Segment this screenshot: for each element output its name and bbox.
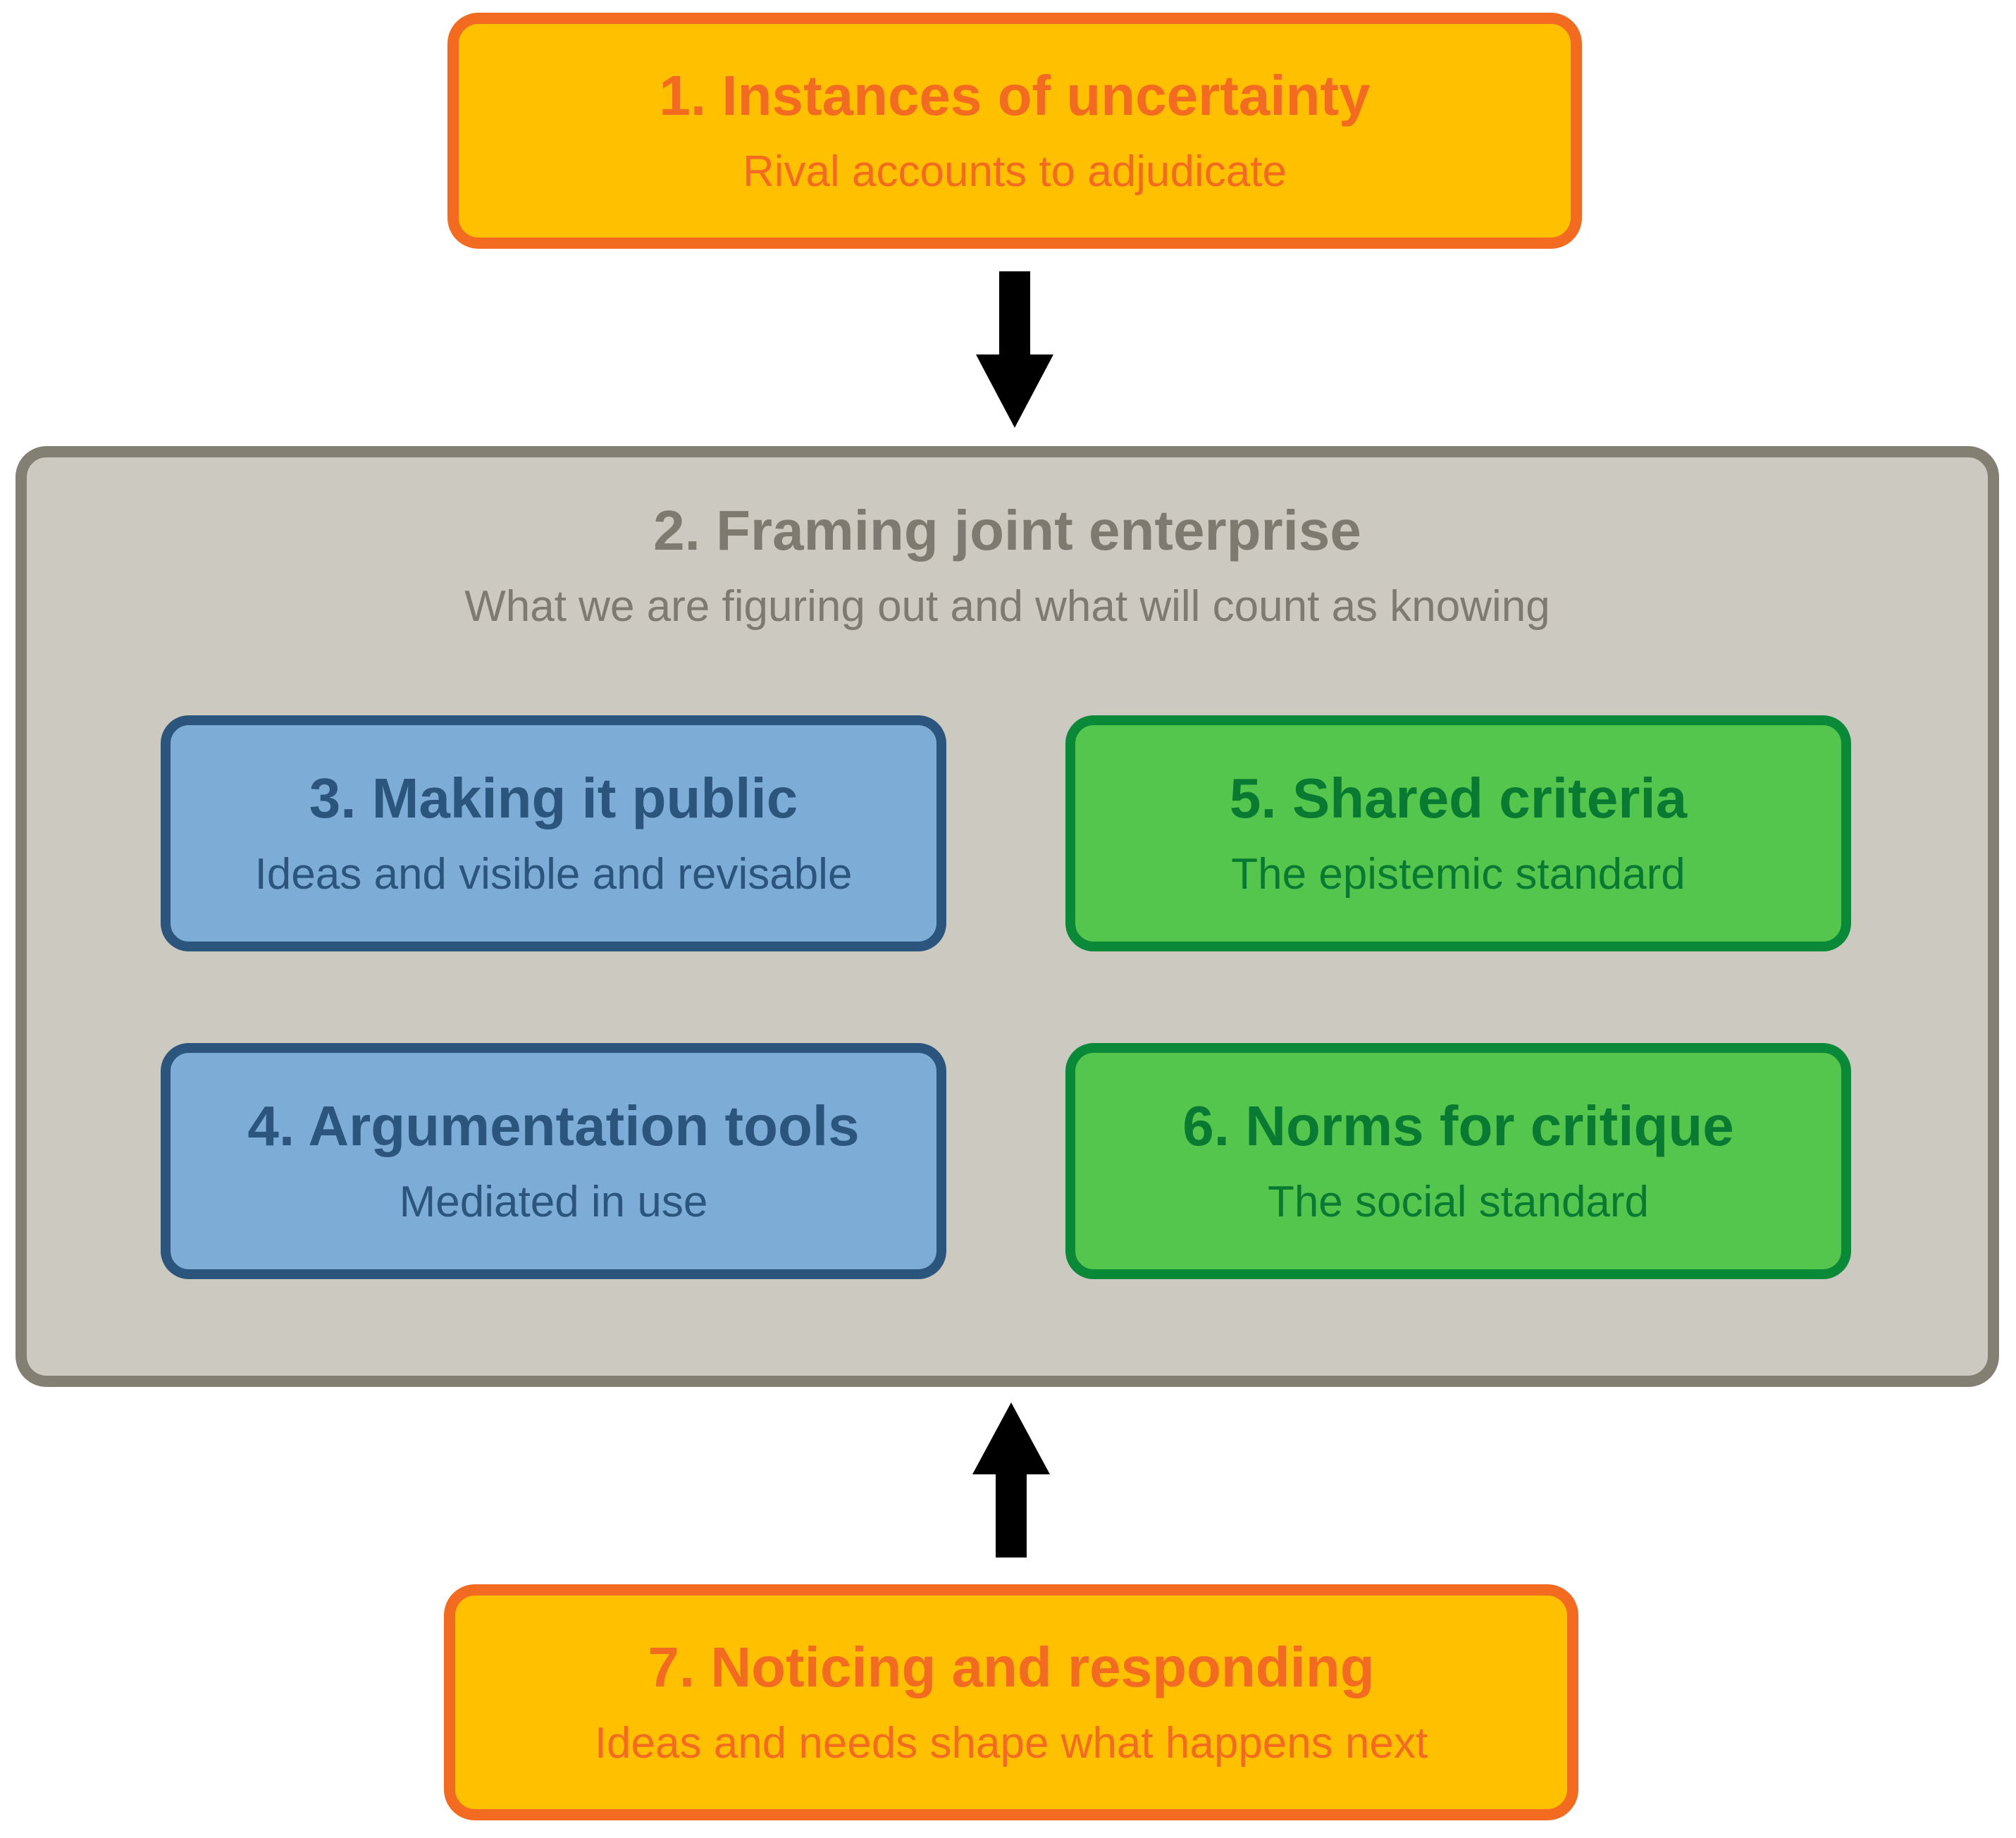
box-6-subtitle: The social standard xyxy=(1267,1178,1650,1227)
arrow-down-icon xyxy=(976,271,1053,428)
box-5-title: 5. Shared criteria xyxy=(1229,767,1688,830)
box-2-title: 2. Framing joint enterprise xyxy=(653,499,1361,562)
box-7-title: 7. Noticing and responding xyxy=(648,1636,1375,1699)
box-noticing-and-responding: 7. Noticing and responding Ideas and nee… xyxy=(444,1584,1578,1820)
box-4-title: 4. Argumentation tools xyxy=(247,1094,860,1158)
box-4-subtitle: Mediated in use xyxy=(399,1178,708,1227)
arrow-up-icon xyxy=(972,1402,1050,1558)
box-making-it-public: 3. Making it public Ideas and visible an… xyxy=(161,715,946,951)
box-argumentation-tools: 4. Argumentation tools Mediated in use xyxy=(161,1043,946,1279)
box-1-title: 1. Instances of uncertainty xyxy=(659,64,1371,128)
box-5-subtitle: The epistemic standard xyxy=(1231,850,1686,899)
box-7-subtitle: Ideas and needs shape what happens next xyxy=(594,1719,1428,1768)
box-3-subtitle: Ideas and visible and revisable xyxy=(254,850,853,899)
box-3-title: 3. Making it public xyxy=(309,767,798,830)
box-6-title: 6. Norms for critique xyxy=(1182,1094,1734,1158)
box-2-subtitle: What we are figuring out and what will c… xyxy=(464,582,1550,631)
box-instances-of-uncertainty: 1. Instances of uncertainty Rival accoun… xyxy=(447,13,1582,249)
box-1-subtitle: Rival accounts to adjudicate xyxy=(742,147,1287,197)
box-norms-for-critique: 6. Norms for critique The social standar… xyxy=(1065,1043,1851,1279)
box-shared-criteria: 5. Shared criteria The epistemic standar… xyxy=(1065,715,1851,951)
